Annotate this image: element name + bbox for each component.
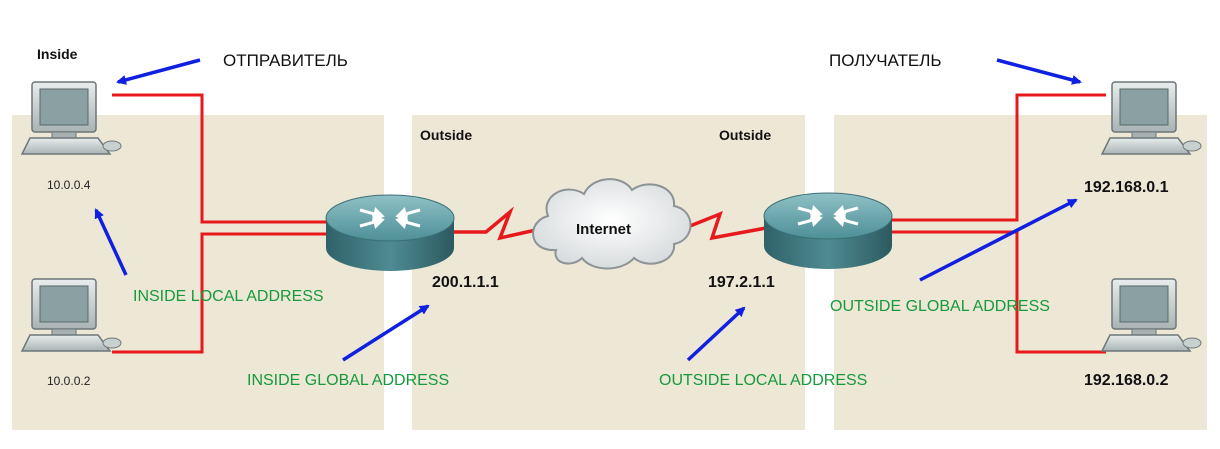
serial-link-right [684,210,767,241]
pc-192-168-0-1-icon [1101,81,1202,155]
lan-links [112,93,1106,354]
inside-local-address-label: INSIDE LOCAL ADDRESS [133,288,324,305]
arrow-inside-global [342,304,430,362]
inside-global-address-label: INSIDE GLOBAL ADDRESS [247,372,450,389]
outside-zone [412,115,805,430]
wan-links [452,206,767,241]
serial-link-left [452,206,546,241]
router-right-icon [762,191,894,271]
host-ip-192-168-0-2: 192.168.0.2 [1084,372,1169,389]
internet-cloud [532,178,692,270]
router-left-icon [324,193,456,273]
inside-label: Inside [37,46,78,62]
arrow-inside-local [94,208,128,276]
arrow-outside-local [686,306,746,362]
outside-right-label: Outside [719,127,772,143]
link-pc-192-168-0-1 [885,93,1106,222]
pointer-arrows [94,58,1082,362]
router-right-ip: 197.2.1.1 [708,274,775,291]
outside-global-address-label: OUTSIDE GLOBAL ADDRESS [830,298,1050,315]
host-ip-10-0-0-4: 10.0.0.4 [47,178,91,192]
destination-zone [834,115,1207,430]
arrow-sender [116,58,201,85]
internet-label: Internet [576,221,632,238]
arrow-receiver [996,58,1082,85]
host-ip-10-0-0-2: 10.0.0.2 [47,374,91,388]
pc-10-0-0-2-icon [21,278,122,352]
sender-header: ОТПРАВИТЕЛЬ [223,51,348,70]
pc-10-0-0-4-icon [21,81,122,155]
outside-left-label: Outside [420,127,473,143]
inside-zone [12,115,384,430]
link-pc-10-0-0-4 [112,93,330,224]
arrow-outside-global [919,198,1078,282]
link-pc-10-0-0-2 [112,232,330,354]
pc-192-168-0-2-icon [1101,278,1202,352]
host-ip-192-168-0-1: 192.168.0.1 [1084,179,1169,196]
link-pc-192-168-0-2 [885,230,1106,354]
outside-local-address-label: OUTSIDE LOCAL ADDRESS [659,372,868,389]
receiver-header: ПОЛУЧАТЕЛЬ [829,51,942,70]
router-left-ip: 200.1.1.1 [432,274,499,291]
